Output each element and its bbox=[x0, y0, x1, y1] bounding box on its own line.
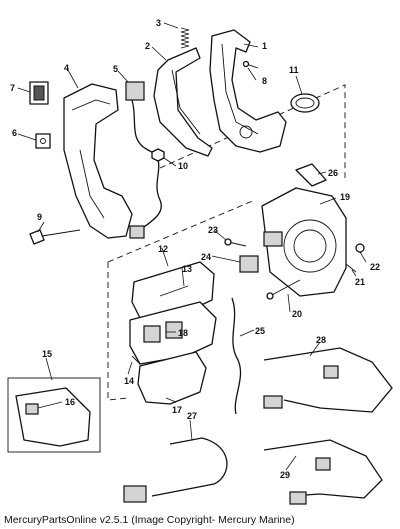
callout-21: 21 bbox=[355, 277, 365, 287]
boundary-line-lower bbox=[107, 199, 256, 401]
callout-22: 22 bbox=[370, 262, 380, 272]
part-wire-harness-29 bbox=[263, 439, 383, 505]
callout-10: 10 bbox=[178, 161, 188, 171]
part-main-lever bbox=[209, 29, 287, 153]
callout-16: 16 bbox=[65, 397, 75, 407]
part-pin bbox=[345, 263, 357, 273]
callout-9: 9 bbox=[37, 212, 42, 222]
callout-6: 6 bbox=[12, 128, 17, 138]
callout-20: 20 bbox=[292, 309, 302, 319]
callout-8: 8 bbox=[262, 76, 267, 86]
callout-28: 28 bbox=[316, 335, 326, 345]
callout-27: 27 bbox=[187, 411, 197, 421]
part-lever-arm bbox=[153, 47, 213, 157]
callout-14: 14 bbox=[124, 376, 134, 386]
leader-lines bbox=[17, 22, 367, 471]
part-screw-23 bbox=[224, 238, 247, 247]
part-screw-small bbox=[242, 60, 259, 69]
part-clip bbox=[295, 163, 327, 187]
part-block bbox=[239, 255, 259, 273]
callout-18: 18 bbox=[178, 328, 188, 338]
callout-15: 15 bbox=[42, 349, 52, 359]
part-long-screw bbox=[266, 279, 301, 300]
part-spring bbox=[180, 27, 190, 49]
part-nut bbox=[151, 148, 165, 162]
part-small-bracket bbox=[35, 133, 51, 149]
part-cover-plate bbox=[29, 81, 49, 105]
callout-4: 4 bbox=[64, 63, 69, 73]
callout-7: 7 bbox=[10, 83, 15, 93]
boundary-line-upper bbox=[159, 84, 346, 178]
part-handle-grip bbox=[63, 83, 133, 239]
callout-23: 23 bbox=[208, 225, 218, 235]
callout-1: 1 bbox=[262, 41, 267, 51]
part-housing-plate bbox=[261, 187, 347, 297]
callout-24: 24 bbox=[201, 252, 211, 262]
inset-box bbox=[7, 377, 101, 453]
callout-13: 13 bbox=[182, 264, 192, 274]
part-washer bbox=[355, 243, 365, 253]
callout-26: 26 bbox=[328, 168, 338, 178]
part-switch-harness bbox=[125, 81, 162, 239]
part-cable bbox=[123, 437, 228, 503]
callout-29: 29 bbox=[280, 470, 290, 480]
part-bottom-cover bbox=[137, 351, 207, 405]
callout-3: 3 bbox=[156, 18, 161, 28]
image-caption: MercuryPartsOnline v2.5.1 (Image Copyrig… bbox=[4, 514, 295, 526]
callout-12: 12 bbox=[158, 244, 168, 254]
callout-11: 11 bbox=[289, 65, 299, 75]
part-panel bbox=[129, 301, 217, 365]
callout-17: 17 bbox=[172, 405, 182, 415]
part-bolt bbox=[29, 229, 81, 245]
callout-19: 19 bbox=[340, 192, 350, 202]
callout-5: 5 bbox=[113, 64, 118, 74]
part-small-pin bbox=[131, 355, 141, 365]
callout-25: 25 bbox=[255, 326, 265, 336]
part-coil-wire bbox=[231, 297, 242, 415]
callout-2: 2 bbox=[145, 41, 150, 51]
part-wire-harness-28 bbox=[263, 347, 393, 413]
part-ring-bushing bbox=[290, 93, 320, 113]
